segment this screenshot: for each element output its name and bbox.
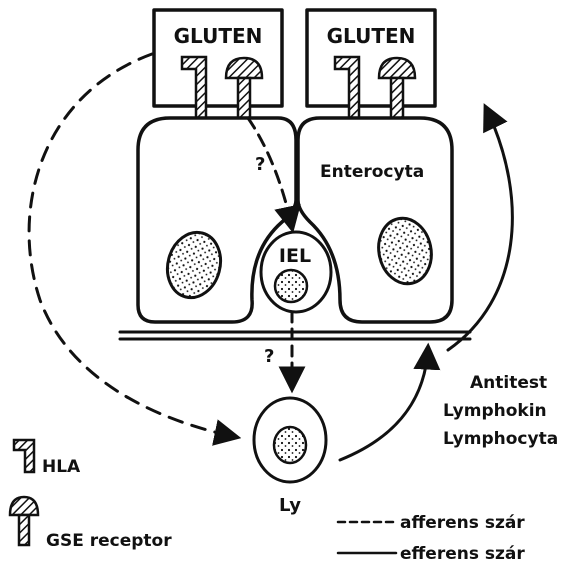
- enterocyte-left: [138, 118, 296, 322]
- legend-afferent-label: afferens szár: [400, 513, 525, 533]
- question-mark-top: ?: [255, 154, 265, 175]
- enterocyte-label: Enterocyta: [320, 162, 424, 182]
- gluten-box-right: GLUTEN: [307, 10, 435, 106]
- gse-legend-icon: [10, 497, 38, 545]
- nucleus-icon: [275, 270, 307, 302]
- lymphocyte-cell: [254, 398, 326, 482]
- gse-receptor-icon: [226, 58, 262, 118]
- legend-hla-label: HLA: [42, 457, 81, 477]
- hla-legend-icon: [14, 440, 34, 472]
- effect-label-lymphokine: Lymphokin: [443, 401, 547, 421]
- gluten-box-left: GLUTEN: [154, 10, 282, 106]
- iel-label: IEL: [279, 245, 311, 267]
- lymphocyte-label: Ly: [279, 495, 301, 516]
- legend-gse-label: GSE receptor: [46, 531, 172, 551]
- enterocyte-right: [298, 118, 452, 322]
- gluten-label-right: GLUTEN: [327, 24, 416, 48]
- gse-receptor-icon: [379, 58, 415, 118]
- nucleus-icon: [160, 226, 227, 303]
- efferent-arrow-short: [340, 348, 428, 460]
- legend: HLA GSE receptor afferens szár efferens …: [10, 440, 525, 564]
- question-mark-bottom: ?: [264, 346, 274, 367]
- iel-cell: IEL: [261, 232, 331, 312]
- legend-efferent-label: efferens szár: [400, 544, 525, 564]
- nucleus-icon: [373, 213, 438, 288]
- efferent-arrow-long: [448, 108, 512, 350]
- hla-receptor-icon: [182, 57, 206, 118]
- effect-label-antibody: Antitest: [470, 373, 547, 393]
- effect-label-lymphocyte: Lymphocyta: [443, 429, 558, 449]
- hla-receptor-icon: [335, 57, 359, 118]
- nucleus-icon: [274, 427, 306, 463]
- basement-membrane: [120, 332, 470, 339]
- gluten-label-left: GLUTEN: [174, 24, 263, 48]
